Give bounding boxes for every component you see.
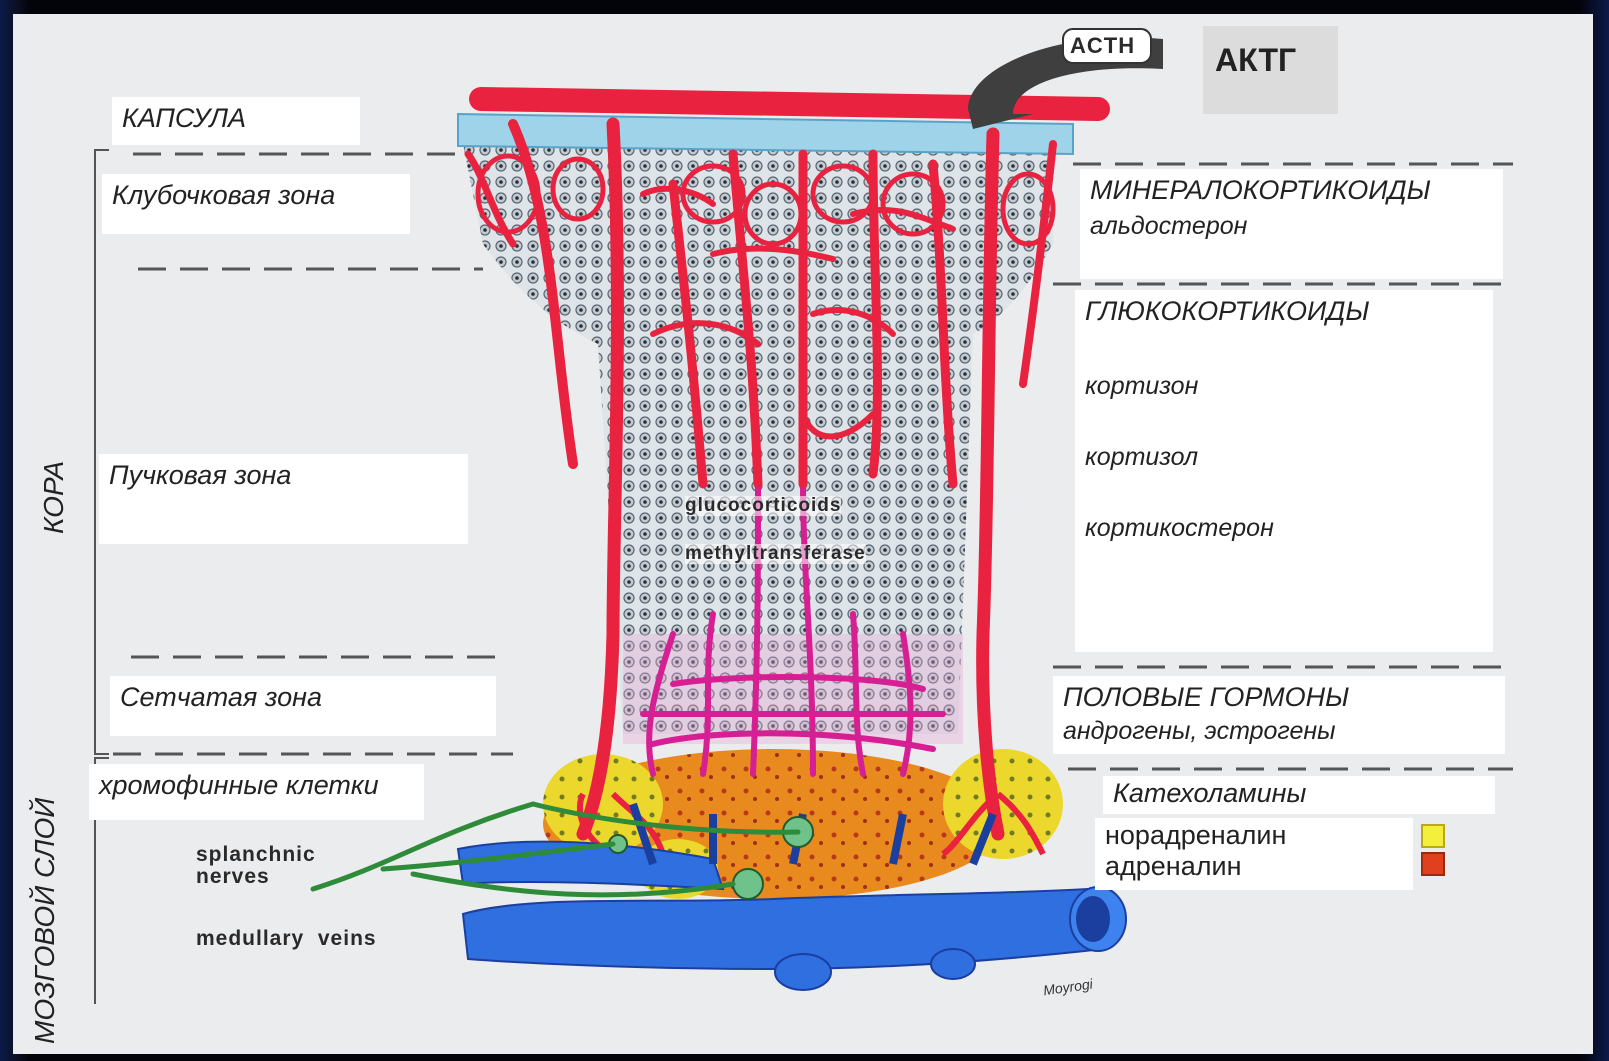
enzyme-label-line2: methyltransferase [685, 544, 866, 564]
cortisol-item: кортизол [1085, 443, 1483, 472]
glucocorticoids-title: ГЛЮКОКОРТИКОИДЫ [1085, 296, 1483, 327]
diagram-panel: ACTH АКТГ КАПСУЛА Клубочковая зона Пучко… [13, 14, 1593, 1054]
zone-bracket [95, 150, 109, 1004]
cortisone-item: кортизон [1085, 372, 1483, 401]
noradrenaline-swatch [1421, 824, 1445, 848]
medullary-veins-label: medullary veins [196, 928, 377, 950]
capsule-label: КАПСУЛА [112, 97, 360, 145]
zona-reticularis-label: Сетчатая зона [110, 676, 496, 736]
catecholamines-box: норадреналин адреналин [1095, 818, 1413, 890]
mineralocorticoids-box: МИНЕРАЛОКОРТИКОИДЫ альдостерон [1080, 169, 1503, 279]
splanchnic-nerves-label: splanchnic nerves [196, 844, 316, 888]
catecholamines-title: Катехоламины [1103, 776, 1495, 814]
actg-box: АКТГ [1203, 26, 1338, 114]
zona-fasciculata-label: Пучковая зона [99, 454, 468, 544]
sex-hormones-items: андрогены, эстрогены [1063, 717, 1495, 746]
enzyme-label-line1: glucocorticoids [685, 496, 841, 516]
mineralocorticoids-title: МИНЕРАЛОКОРТИКОИДЫ [1090, 175, 1493, 206]
zona-glomerulosa-label: Клубочковая зона [102, 174, 410, 234]
medulla-label: МОЗГОВОЙ СЛОЙ [29, 798, 61, 1044]
glucocorticoids-box: ГЛЮКОКОРТИКОИДЫ кортизон кортизол кортик… [1075, 290, 1493, 652]
noradrenaline-item: норадреналин [1105, 820, 1403, 851]
chromaffin-label: хромофинные клетки [89, 764, 424, 820]
aldosterone-item: альдостерон [1090, 212, 1493, 241]
corticosterone-item: кортикостерон [1085, 514, 1483, 543]
actg-label: АКТГ [1215, 42, 1296, 79]
adrenaline-item: адреналин [1105, 851, 1403, 882]
cortex-label: КОРА [38, 461, 70, 534]
sex-hormones-box: ПОЛОВЫЕ ГОРМОНЫ андрогены, эстрогены [1053, 676, 1505, 754]
acth-arrow-label: ACTH [1070, 34, 1135, 57]
adrenaline-swatch [1421, 852, 1445, 876]
sex-hormones-title: ПОЛОВЫЕ ГОРМОНЫ [1063, 682, 1495, 713]
